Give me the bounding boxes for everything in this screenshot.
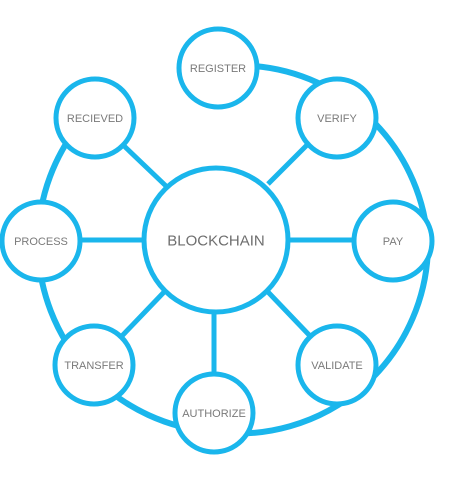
node-authorize: AUTHORIZE — [172, 371, 256, 455]
node-label-register: REGISTER — [190, 63, 246, 75]
node-transfer: TRANSFER — [52, 323, 136, 407]
node-label-validate: VALIDATE — [311, 360, 363, 372]
node-label-pay: PAY — [383, 236, 404, 248]
node-register: REGISTER — [176, 26, 260, 110]
node-label-transfer: TRANSFER — [64, 360, 123, 372]
node-label-recieved: RECIEVED — [67, 113, 123, 125]
node-recieved: RECIEVED — [53, 76, 137, 160]
center-label: BLOCKCHAIN — [167, 233, 265, 250]
node-verify: VERIFY — [295, 76, 379, 160]
node-label-authorize: AUTHORIZE — [182, 408, 246, 420]
node-label-verify: VERIFY — [317, 113, 357, 125]
center-node — [141, 165, 291, 315]
node-validate: VALIDATE — [295, 323, 379, 407]
spoke-transfer — [118, 288, 168, 340]
node-label-process: PROCESS — [14, 236, 68, 248]
spoke-validate — [266, 290, 314, 340]
node-process: PROCESS — [0, 199, 83, 283]
spoke-verify — [266, 142, 310, 186]
spoke-recieved — [120, 142, 168, 188]
node-pay: PAY — [351, 199, 435, 283]
